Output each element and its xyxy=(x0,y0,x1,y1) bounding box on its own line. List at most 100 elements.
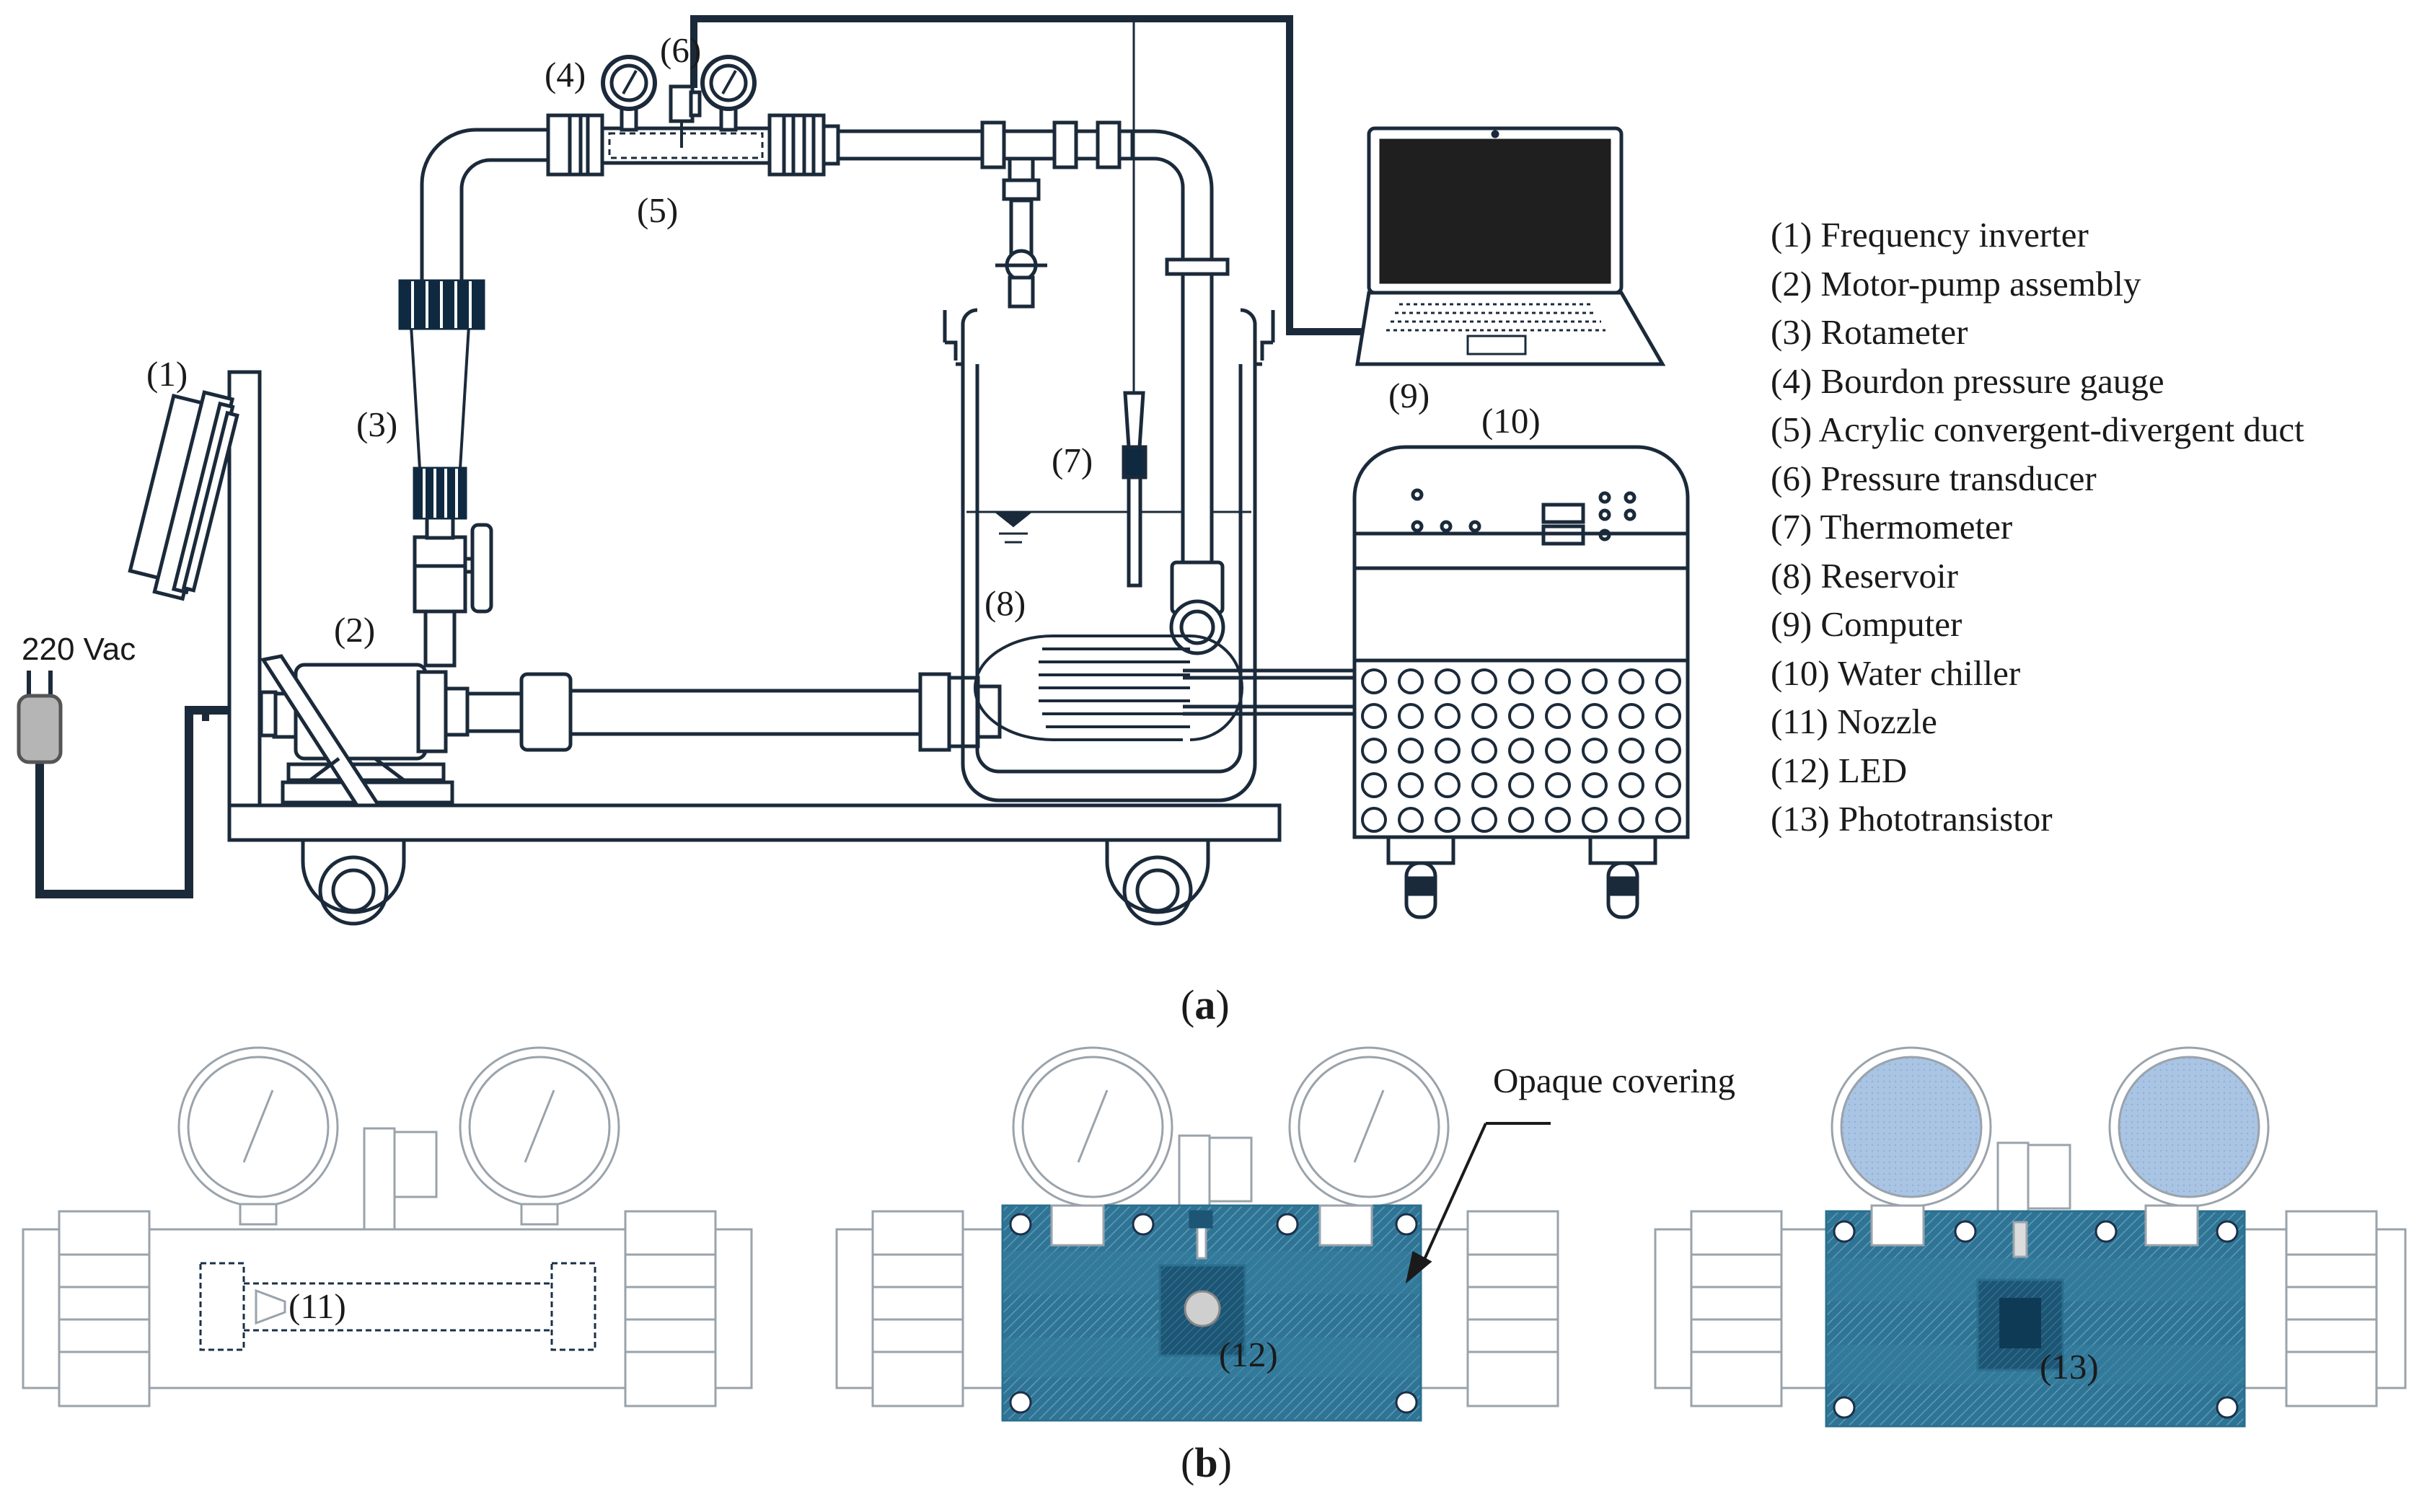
cooling-coil xyxy=(974,635,1354,741)
opaque-covering-label: Opaque covering xyxy=(1493,1061,1735,1100)
opaque-covering-arrow xyxy=(1405,1122,1551,1284)
lower-pipe xyxy=(465,672,1002,752)
upper-right-pipe xyxy=(836,120,1214,309)
legend-item: (11) Nozzle xyxy=(1771,702,1937,741)
vent-hole xyxy=(1655,738,1681,764)
vent-hole xyxy=(1655,772,1681,798)
label-4: (4) xyxy=(545,55,586,94)
label-13: (13) xyxy=(2040,1347,2099,1387)
legend-item: (13) Phototransistor xyxy=(1771,799,2053,839)
vent-hole xyxy=(1471,772,1497,798)
vent-hole xyxy=(1508,807,1534,833)
vent-hole xyxy=(1582,668,1608,694)
led-icon xyxy=(1184,1290,1221,1327)
computer-laptop-icon xyxy=(1355,126,1666,366)
vent-hole xyxy=(1508,738,1534,764)
vent-hole xyxy=(1435,807,1461,833)
caption-b-open: ( xyxy=(1181,1439,1195,1486)
vent-hole xyxy=(1508,772,1534,798)
caption-b-close: ) xyxy=(1217,1439,1232,1486)
vent-hole xyxy=(1398,703,1424,729)
data-cable xyxy=(690,15,1367,335)
caption-b-letter: b xyxy=(1194,1439,1218,1486)
labels-panel-a: (1) (2) (3) (4) (5) (6) (7) (8) (9) (10)… xyxy=(22,30,1541,667)
motor-pump-assembly xyxy=(259,654,470,808)
vent-hole xyxy=(1361,738,1387,764)
upper-left-elbow xyxy=(420,128,548,281)
label-10: (10) xyxy=(1481,401,1541,441)
cart-wheel-left xyxy=(301,840,406,926)
legend-item: (10) Water chiller xyxy=(1771,653,2021,693)
label-7: (7) xyxy=(1052,441,1093,480)
vent-hole xyxy=(1545,668,1571,694)
power-plug-icon xyxy=(17,671,63,764)
label-2: (2) xyxy=(334,610,375,650)
panel-b-left-plain xyxy=(22,1046,753,1407)
legend-item: (2) Motor-pump assembly xyxy=(1771,263,2141,304)
return-pipe xyxy=(1165,257,1230,655)
label-11: (11) xyxy=(288,1286,346,1326)
label-9: (9) xyxy=(1388,376,1430,415)
panel-a xyxy=(17,15,1690,926)
riser-pipe xyxy=(413,516,493,668)
vent-hole xyxy=(1545,807,1571,833)
label-8: (8) xyxy=(984,583,1026,623)
caption-a-close: ) xyxy=(1215,981,1230,1028)
vent-hole xyxy=(1582,738,1608,764)
water-chiller xyxy=(1352,445,1690,919)
vent-hole xyxy=(1361,668,1387,694)
label-1: (1) xyxy=(146,354,188,394)
vent-hole xyxy=(1398,807,1424,833)
legend-item: (7) Thermometer xyxy=(1771,507,2013,547)
legend-item: (3) Rotameter xyxy=(1771,312,1968,352)
label-12: (12) xyxy=(1219,1335,1278,1374)
vent-hole xyxy=(1398,668,1424,694)
frequency-inverter xyxy=(128,390,239,601)
vent-hole xyxy=(1435,772,1461,798)
vent-hole xyxy=(1435,738,1461,764)
panel-b-middle-led xyxy=(835,1046,1559,1422)
vent-hole xyxy=(1618,703,1644,729)
thermometer-icon xyxy=(1122,22,1147,588)
vent-hole xyxy=(1618,772,1644,798)
vent-hole xyxy=(1582,772,1608,798)
vent-hole xyxy=(1398,738,1424,764)
legend-item: (4) Bourdon pressure gauge xyxy=(1771,361,2164,401)
vent-hole xyxy=(1471,807,1497,833)
label-5: (5) xyxy=(637,190,678,230)
legend-item: (9) Computer xyxy=(1771,604,1963,644)
water-level-icon xyxy=(993,511,1034,544)
vent-hole xyxy=(1545,738,1571,764)
vent-hole xyxy=(1655,668,1681,694)
vent-hole xyxy=(1545,772,1571,798)
panel-b-right-phototransistor xyxy=(1654,1046,2407,1428)
power-cable xyxy=(35,706,229,898)
vent-hole xyxy=(1618,738,1644,764)
vent-hole xyxy=(1471,703,1497,729)
vent-hole xyxy=(1398,772,1424,798)
caption-a: (a) xyxy=(1181,981,1230,1029)
legend: (1) Frequency inverter (2) Motor-pump ass… xyxy=(1771,211,2405,844)
vent-hole xyxy=(1361,703,1387,729)
vent-hole xyxy=(1618,668,1644,694)
vent-hole xyxy=(1618,807,1644,833)
legend-item: (1) Frequency inverter xyxy=(1771,215,2089,255)
duct-assembly xyxy=(546,113,840,177)
bourdon-gauge-right-icon xyxy=(700,55,757,132)
vent-hole xyxy=(1655,703,1681,729)
vent-hole xyxy=(1435,703,1461,729)
label-3: (3) xyxy=(356,404,397,444)
vent-hole xyxy=(1361,807,1387,833)
reservoir xyxy=(943,308,1275,803)
vent-hole xyxy=(1361,772,1387,798)
legend-item: (8) Reservoir xyxy=(1771,555,1958,596)
caption-b: (b) xyxy=(1181,1438,1232,1487)
vent-hole xyxy=(1582,807,1608,833)
cart-platform xyxy=(227,803,1282,842)
legend-item: (6) Pressure transducer xyxy=(1771,458,2097,498)
nozzle-outline xyxy=(199,1262,596,1351)
pressure-transducer-icon xyxy=(669,84,702,148)
rotameter xyxy=(398,279,485,520)
